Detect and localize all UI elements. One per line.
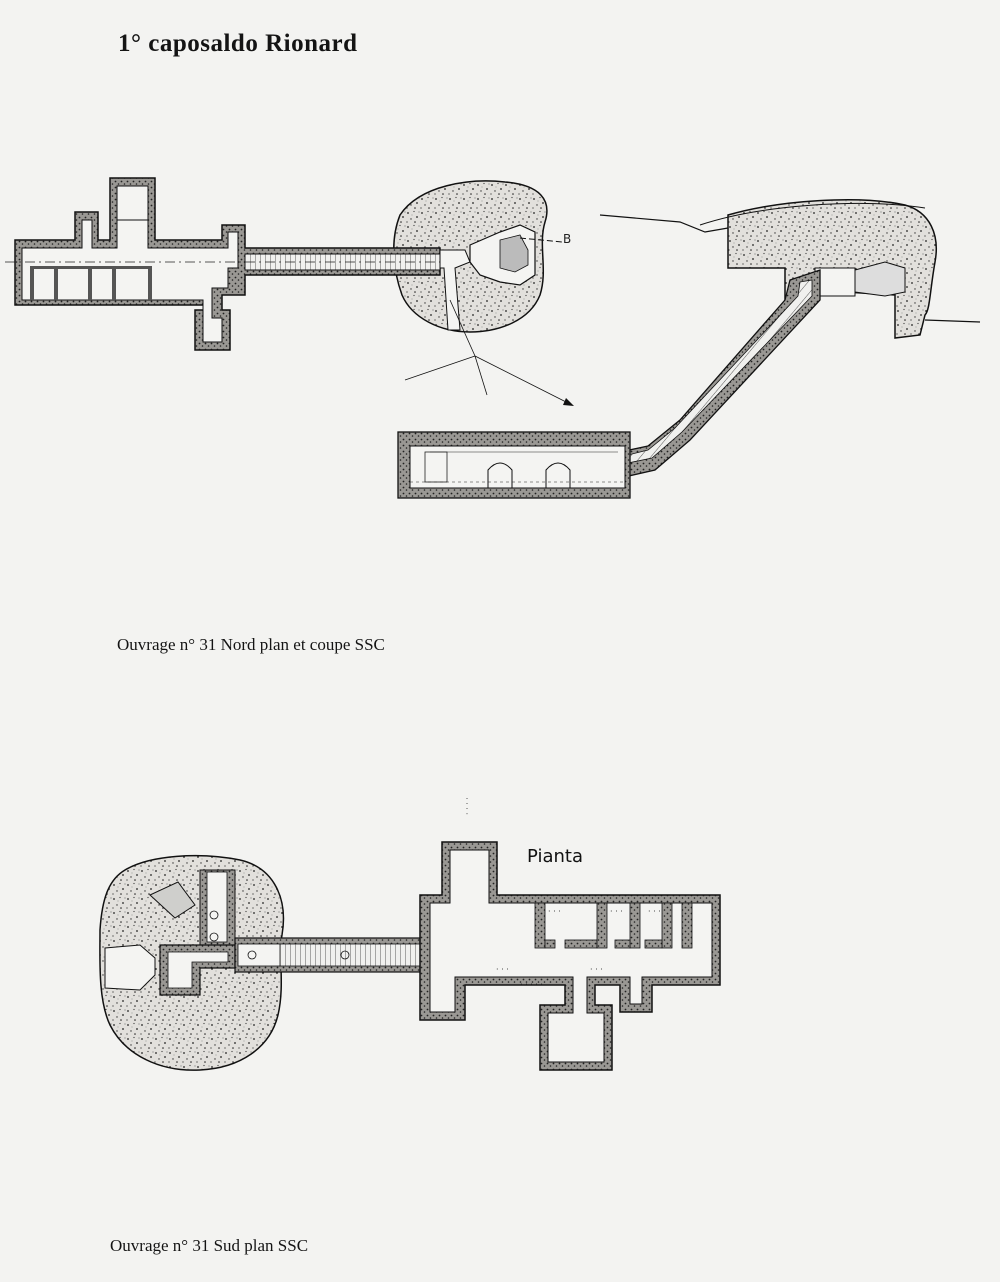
cut-marker-label: B [563, 232, 571, 246]
inclined-shaft [619, 269, 821, 479]
svg-text:· · · ·: · · · · [463, 797, 472, 815]
figure-caption-sud: Ouvrage n° 31 Sud plan SSC [110, 1236, 309, 1255]
nord-plan-interior [21, 185, 239, 343]
plan-heading: Pianta [527, 846, 583, 867]
svg-text:· · ·: · · · [590, 965, 603, 974]
svg-text:· · ·: · · · [610, 907, 623, 916]
page-title: 1° caposaldo Rionard [118, 30, 358, 57]
figure-caption-nord: Ouvrage n° 31 Nord plan et coupe SSC [117, 635, 385, 654]
svg-text:· · ·: · · · [648, 907, 661, 916]
nord-plan-drawing [5, 177, 574, 406]
svg-text:· · ·: · · · [548, 907, 561, 916]
svg-text:· · · · ·: · · · · · [520, 980, 543, 989]
svg-text:· · ·: · · · [496, 965, 509, 974]
sud-plan-drawing: · · · · · · · · · · · · · · · · · · · · … [99, 797, 721, 1071]
nord-section-drawing [397, 199, 981, 499]
terrain-line [599, 214, 729, 233]
